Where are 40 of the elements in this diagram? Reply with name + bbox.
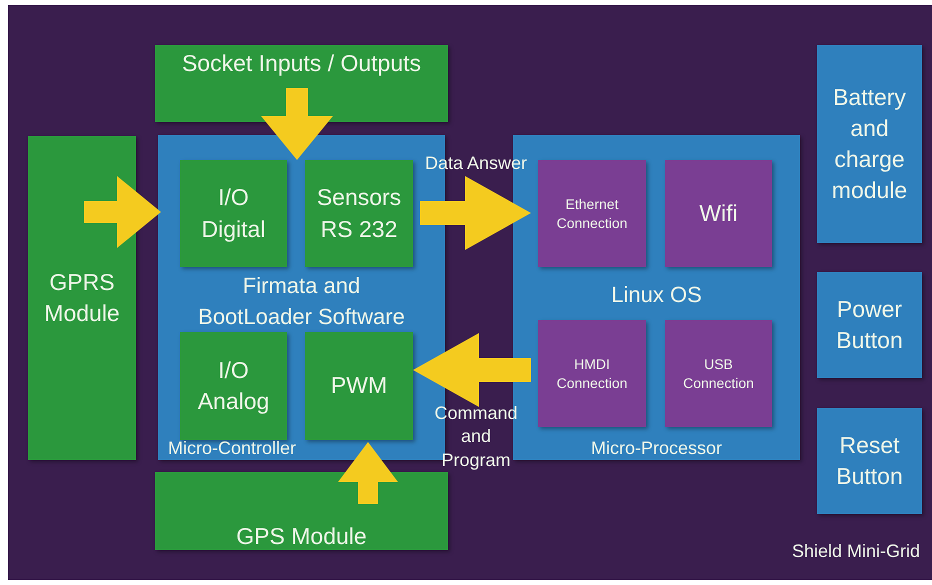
background-panel xyxy=(8,5,932,580)
module-box xyxy=(305,332,413,440)
box-label: GPRS Module xyxy=(43,268,121,328)
module-box xyxy=(817,408,922,514)
block-arrow xyxy=(420,176,531,250)
box-label: Battery and charge module xyxy=(830,82,908,206)
module-box xyxy=(155,45,448,122)
group-label: Micro-Processor xyxy=(590,438,724,459)
box-label: HMDI Connection xyxy=(556,354,628,392)
module-box xyxy=(817,45,922,243)
module-box xyxy=(305,160,413,267)
group-label: Micro-Controller xyxy=(168,438,296,459)
box-label: Socket Inputs / Outputs xyxy=(180,48,422,78)
module-box xyxy=(180,160,287,267)
module-box xyxy=(155,472,448,550)
connection-box xyxy=(538,320,646,427)
box-label: USB Connection xyxy=(682,354,755,392)
edge-label: Command and Program xyxy=(433,402,519,472)
block-arrow xyxy=(84,176,161,248)
group-heading: Firmata and BootLoader Software xyxy=(197,272,406,331)
connection-box xyxy=(538,160,646,267)
box-label: GPS Module xyxy=(235,522,368,552)
connection-box xyxy=(665,160,772,267)
block-arrow xyxy=(413,333,531,407)
box-label: I/O Digital xyxy=(200,183,266,244)
box-label: I/O Analog xyxy=(196,356,270,416)
box-label: Reset Button xyxy=(835,430,904,491)
block-arrow xyxy=(261,88,333,160)
box-label: PWM xyxy=(330,371,388,400)
block-arrow xyxy=(338,442,398,504)
box-label: Sensors RS 232 xyxy=(316,183,402,244)
module-box xyxy=(180,332,287,440)
connection-box xyxy=(665,320,772,427)
box-label: Power Button xyxy=(835,294,904,355)
module-box xyxy=(28,136,136,460)
box-label: Ethernet Connection xyxy=(556,194,628,232)
module-box xyxy=(817,272,922,378)
group-heading: Linux OS xyxy=(610,281,703,309)
diagram-caption: Shield Mini-Grid xyxy=(792,541,920,562)
box-label: Wifi xyxy=(698,198,739,228)
